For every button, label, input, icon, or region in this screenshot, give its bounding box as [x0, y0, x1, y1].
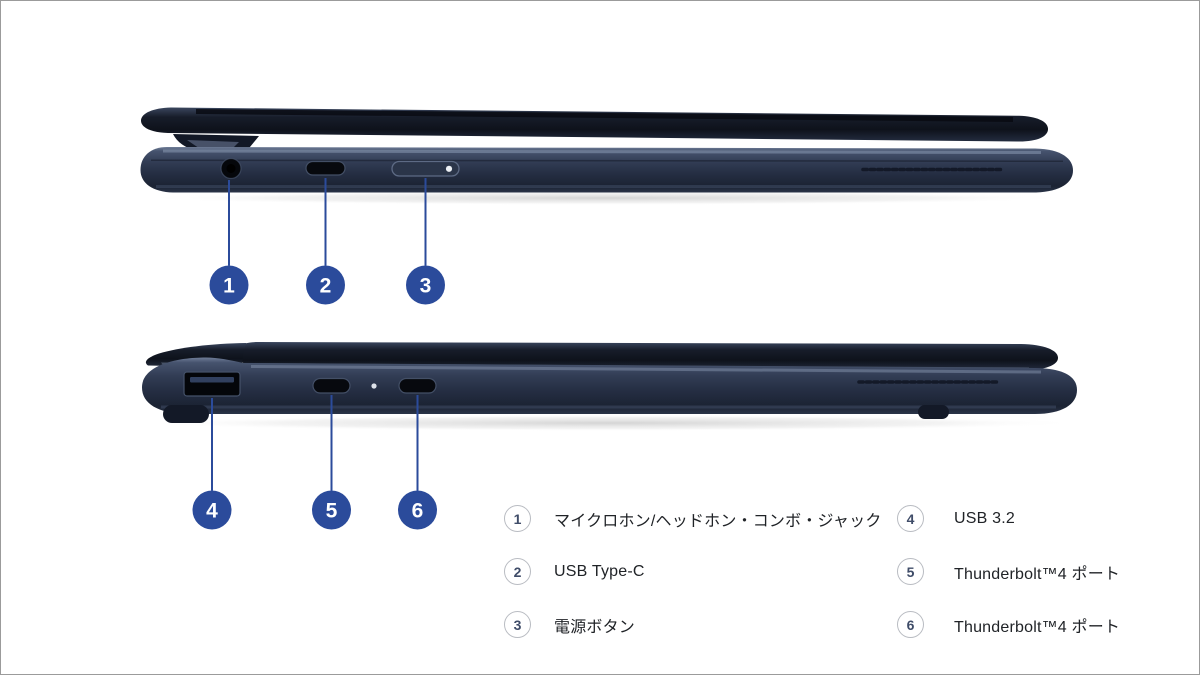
charging-led — [371, 383, 377, 389]
legend-item-1: 1 マイクロホン/ヘッドホン・コンボ・ジャック — [504, 505, 882, 532]
callout-5: 5 — [312, 395, 351, 530]
legend-column-right: 4 USB 3.2 5 Thunderbolt™4 ポート 6 Thunderb… — [897, 505, 1120, 664]
body-bottom-sheen — [156, 185, 1051, 188]
usb-a-port — [183, 371, 241, 397]
callout-6: 6 — [398, 395, 437, 530]
body-groove — [151, 159, 1063, 162]
callout-4: 4 — [192, 398, 232, 530]
callout-number: 3 — [420, 275, 432, 298]
laptop-left-side-view — [139, 342, 1083, 431]
power-button — [391, 160, 460, 177]
body-top-highlight — [251, 365, 1041, 374]
callout-number: 1 — [223, 275, 235, 298]
legend-item-5: 5 Thunderbolt™4 ポート — [897, 558, 1120, 585]
body-top-highlight — [163, 149, 1041, 154]
callout-number: 6 — [412, 500, 424, 523]
rubber-foot-right — [918, 405, 949, 419]
laptop-right-side-view — [138, 107, 1074, 205]
legend-number-badge: 5 — [897, 558, 924, 585]
legend-label: Thunderbolt™4 ポート — [954, 565, 1121, 583]
callout-markers: 1 2 3 4 5 — [192, 178, 445, 530]
callout-number: 5 — [326, 500, 338, 523]
legend-number-badge: 6 — [897, 611, 924, 638]
legend-label: Thunderbolt™4 ポート — [954, 618, 1121, 636]
usb-c-port — [305, 160, 346, 176]
legend-item-2: 2 USB Type-C — [504, 558, 882, 585]
legend-number-badge: 1 — [504, 505, 531, 532]
callout-2: 2 — [306, 178, 345, 305]
legend-label: 電源ボタン — [554, 618, 636, 636]
legend-number-badge: 3 — [504, 611, 531, 638]
legend-number-badge: 4 — [897, 505, 924, 532]
laptop-shadow — [139, 415, 1083, 431]
legend-item-3: 3 電源ボタン — [504, 611, 882, 638]
legend-label: USB Type-C — [554, 562, 645, 580]
body-bottom-sheen — [161, 405, 1056, 409]
legend-column-left: 1 マイクロホン/ヘッドホン・コンボ・ジャック 2 USB Type-C 3 電… — [504, 505, 882, 664]
headphone-jack-port — [220, 157, 242, 180]
thunderbolt-port-2 — [398, 377, 437, 394]
laptop-lid — [231, 342, 1059, 371]
legend-label: USB 3.2 — [954, 509, 1015, 527]
callout-1: 1 — [209, 180, 249, 305]
lid-screen-edge — [196, 109, 1013, 122]
power-led — [445, 165, 453, 172]
legend-label: マイクロホン/ヘッドホン・コンボ・ジャック — [554, 512, 882, 530]
callout-number: 2 — [320, 275, 332, 298]
callout-3: 3 — [406, 178, 445, 305]
legend-item-6: 6 Thunderbolt™4 ポート — [897, 611, 1120, 638]
callout-number: 4 — [206, 500, 218, 523]
legend-number-badge: 2 — [504, 558, 531, 585]
legend-item-4: 4 USB 3.2 — [897, 505, 1120, 532]
rubber-foot-left — [163, 405, 209, 423]
laptop-shadow — [138, 191, 1074, 205]
laptop-body — [140, 147, 1073, 193]
thunderbolt-port-1 — [312, 377, 351, 394]
